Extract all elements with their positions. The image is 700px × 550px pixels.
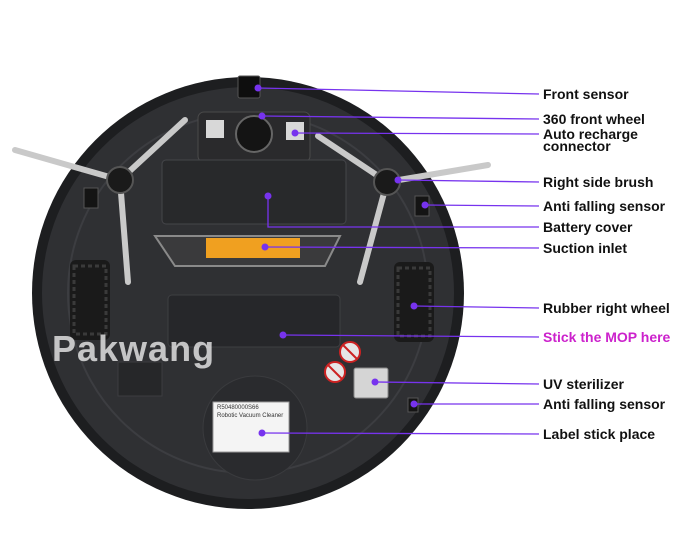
callout-label-mop: Stick the MOP here [543, 329, 671, 345]
callout-dot-front-wheel [258, 112, 266, 120]
no-hand-warning-icon [339, 341, 361, 363]
robot-vacuum-underside [32, 77, 464, 509]
callout-line-anti-fall-1 [424, 204, 540, 207]
callout-line-suction-inlet [264, 246, 540, 249]
left-side-brush [12, 117, 188, 285]
callout-label-rubber-wheel: Rubber right wheel [543, 300, 670, 316]
callout-line-label-place [261, 432, 540, 435]
callout-label-anti-fall-1: Anti falling sensor [543, 198, 666, 214]
suction-inlet-window [206, 238, 300, 258]
right-wheel [394, 262, 434, 342]
callout-line-mop [282, 334, 540, 338]
callout-line-front-sensor [257, 87, 540, 95]
callout-dot-right-brush [394, 176, 402, 184]
front-wheel [235, 115, 273, 153]
callout-label-auto-recharge: Auto recharge connector [543, 126, 638, 154]
callout-line-rubber-wheel [413, 305, 540, 309]
callout-lines [254, 84, 540, 437]
label-title: Robotic Vacuum Cleaner [217, 413, 284, 419]
callout-dot-uv [371, 378, 379, 386]
callout-dot-battery-cover [264, 192, 272, 200]
right-side-brush [315, 133, 491, 285]
callout-dot-anti-fall-1 [421, 201, 429, 209]
callout-dot-front-sensor [254, 84, 262, 92]
callout-line-auto-recharge [294, 132, 540, 135]
no-touch-warning-icon [324, 361, 346, 383]
callout-label-battery-cover: Battery cover [543, 219, 633, 235]
callout-dot-suction-inlet [261, 243, 269, 251]
callout-line-front-wheel [261, 115, 540, 120]
callout-line-right-brush [397, 179, 540, 183]
callout-label-label-place: Label stick place [543, 426, 656, 442]
callout-label-front-wheel: 360 front wheel [543, 111, 645, 127]
callout-label-right-brush: Right side brush [543, 174, 654, 190]
uv-sterilizer [353, 367, 389, 399]
callout-dot-rubber-wheel [410, 302, 418, 310]
callout-dot-label-place [258, 429, 266, 437]
mop-plate [167, 294, 341, 348]
callout-line-battery-cover [267, 196, 539, 228]
label-sticker [212, 401, 290, 453]
brand-watermark: Pakwang [52, 328, 216, 369]
rear-panel [117, 361, 163, 397]
callout-dot-auto-recharge [291, 129, 299, 137]
callout-label-uv: UV sterilizer [543, 376, 624, 392]
callout-label-anti-fall-2: Anti falling sensor [543, 396, 666, 412]
callout-line-uv [374, 381, 540, 385]
left-wheel [70, 260, 110, 340]
callout-label-front-sensor: Front sensor [543, 86, 629, 102]
callout-dot-anti-fall-2 [410, 400, 418, 408]
recharge-contact-left [206, 120, 224, 138]
callout-dot-mop [279, 331, 287, 339]
label-serial: R50480000S66 [217, 405, 259, 411]
anti-falling-sensor-left [83, 187, 99, 209]
battery-cover [161, 159, 347, 225]
callout-label-suction-inlet: Suction inlet [543, 240, 627, 256]
